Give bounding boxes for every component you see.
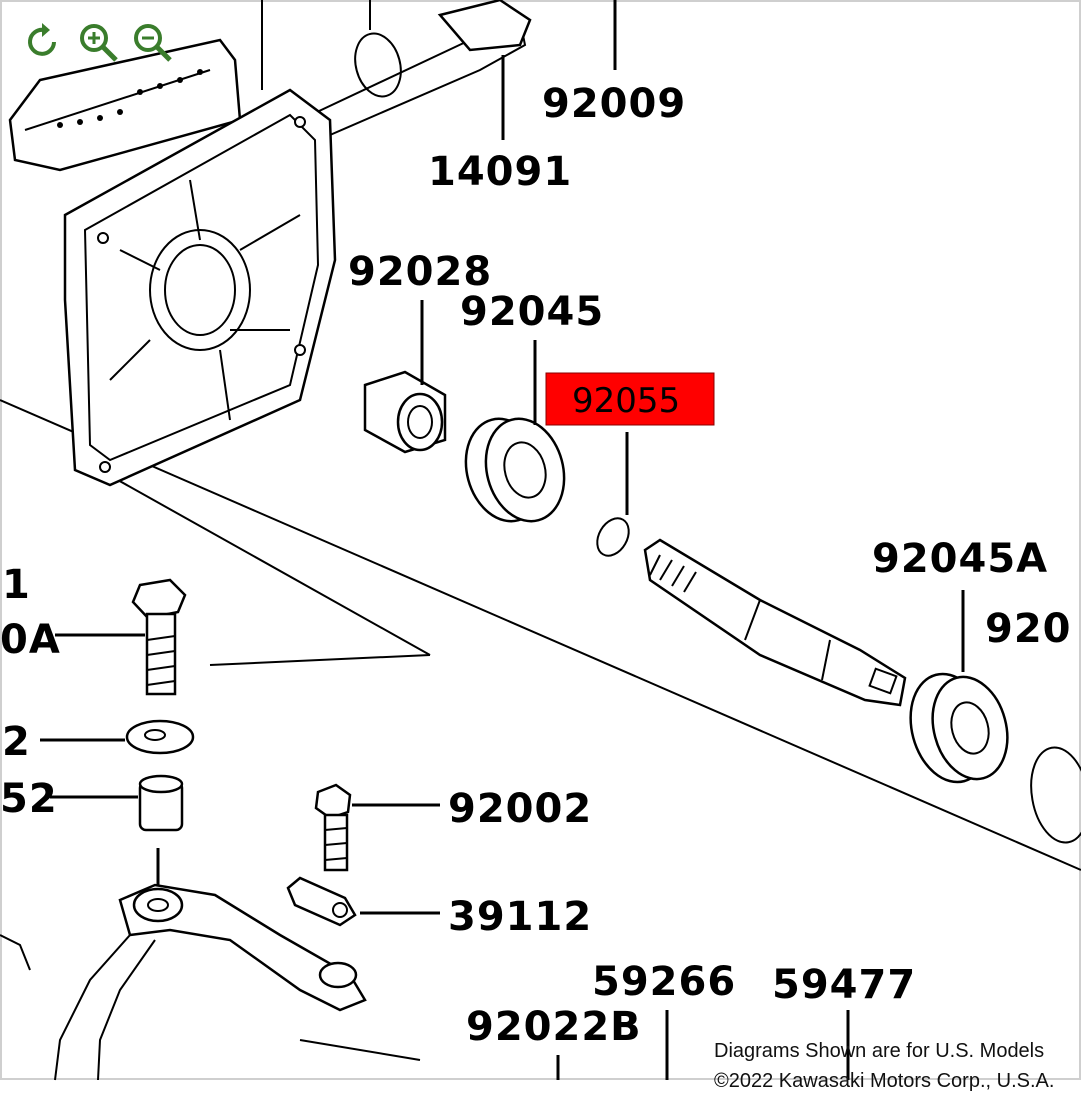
label-59266[interactable]: 59266 <box>592 959 736 1005</box>
bushing-92028 <box>363 370 447 454</box>
label-1-partial[interactable]: 1 <box>2 562 31 608</box>
impeller-housing <box>63 88 337 487</box>
label-52-partial[interactable]: 52 <box>0 776 58 822</box>
zoom-in-icon <box>80 24 118 62</box>
collar-left <box>138 774 184 832</box>
label-59477[interactable]: 59477 <box>772 962 916 1008</box>
washer-hole <box>144 729 166 741</box>
bracket-top <box>437 0 532 52</box>
copyright-note: ©2022 Kawasaki Motors Corp., U.S.A. <box>714 1070 1055 1092</box>
highlight-box[interactable] <box>545 372 715 426</box>
label-92009[interactable]: 92009 <box>542 81 686 127</box>
lower-mount <box>0 883 421 1081</box>
guide-line-lower-a <box>99 469 431 656</box>
zoom-toolbar <box>22 20 174 64</box>
drive-shaft <box>643 538 907 707</box>
label-39112[interactable]: 39112 <box>448 894 592 940</box>
o-ring-right <box>1030 746 1081 844</box>
label-92045[interactable]: 92045 <box>460 289 604 335</box>
washer-left <box>125 719 195 755</box>
guide-line-lower-b <box>209 654 431 666</box>
label-92028[interactable]: 92028 <box>348 249 492 295</box>
reset-icon <box>28 23 56 56</box>
label-92045A[interactable]: 92045A <box>872 536 1048 582</box>
label-2-partial[interactable]: 2 <box>2 719 31 765</box>
zoom-out-button[interactable] <box>130 20 174 64</box>
label-92022B[interactable]: 92022B <box>466 1004 642 1050</box>
clamp-39112 <box>286 876 357 927</box>
label-0A-partial[interactable]: 0A <box>0 617 61 663</box>
bearing-92045 <box>464 417 566 523</box>
label-92002[interactable]: 92002 <box>448 786 592 832</box>
reset-rotate-button[interactable] <box>22 20 66 64</box>
leader-lines <box>40 0 965 1080</box>
guide-line-upper <box>0 399 1081 871</box>
o-ring-upper <box>354 32 402 98</box>
bearing-92045A <box>909 672 1009 784</box>
zoom-in-button[interactable] <box>76 20 120 64</box>
highlight-label-92055[interactable]: 92055 <box>572 381 680 421</box>
bolt-92002 <box>314 783 352 872</box>
o-ring-92055 <box>596 517 630 557</box>
diagram-disclaimer: Diagrams Shown are for U.S. Models <box>714 1040 1045 1062</box>
highlighted-part[interactable]: 92055 <box>545 372 715 426</box>
label-14091[interactable]: 14091 <box>428 149 572 195</box>
label-920-partial[interactable]: 920 <box>985 606 1072 652</box>
zoom-out-icon <box>134 24 172 62</box>
bolt-left <box>131 578 187 696</box>
